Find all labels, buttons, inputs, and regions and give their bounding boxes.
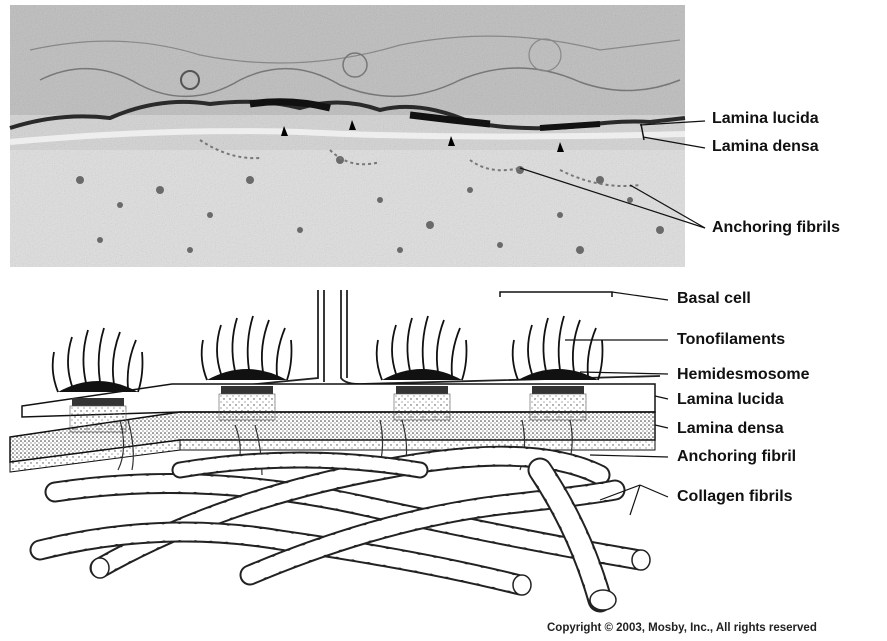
label-lamina-densa-micrograph: Lamina densa	[712, 138, 819, 156]
label-collagen-fibrils: Collagen fibrils	[677, 488, 793, 506]
label-basal-cell: Basal cell	[677, 290, 751, 308]
copyright-notice: Copyright © 2003, Mosby, Inc., All right…	[547, 622, 817, 634]
label-anchoring-fibrils-micrograph: Anchoring fibrils	[712, 219, 840, 237]
label-lamina-lucida-diagram: Lamina lucida	[677, 391, 784, 409]
label-tonofilaments: Tonofilaments	[677, 331, 785, 349]
label-lamina-lucida-micrograph: Lamina lucida	[712, 110, 819, 128]
basal-cell-bracket	[500, 292, 612, 297]
label-lamina-densa-diagram: Lamina densa	[677, 420, 784, 438]
basement-membrane-diagram	[10, 290, 668, 610]
label-hemidesmosome: Hemidesmosome	[677, 366, 810, 384]
collagen-fibrils	[40, 456, 640, 600]
hemidesmosome-unit	[53, 328, 143, 432]
label-anchoring-fibril-diagram: Anchoring fibril	[677, 448, 796, 466]
electron-micrograph	[10, 5, 705, 267]
